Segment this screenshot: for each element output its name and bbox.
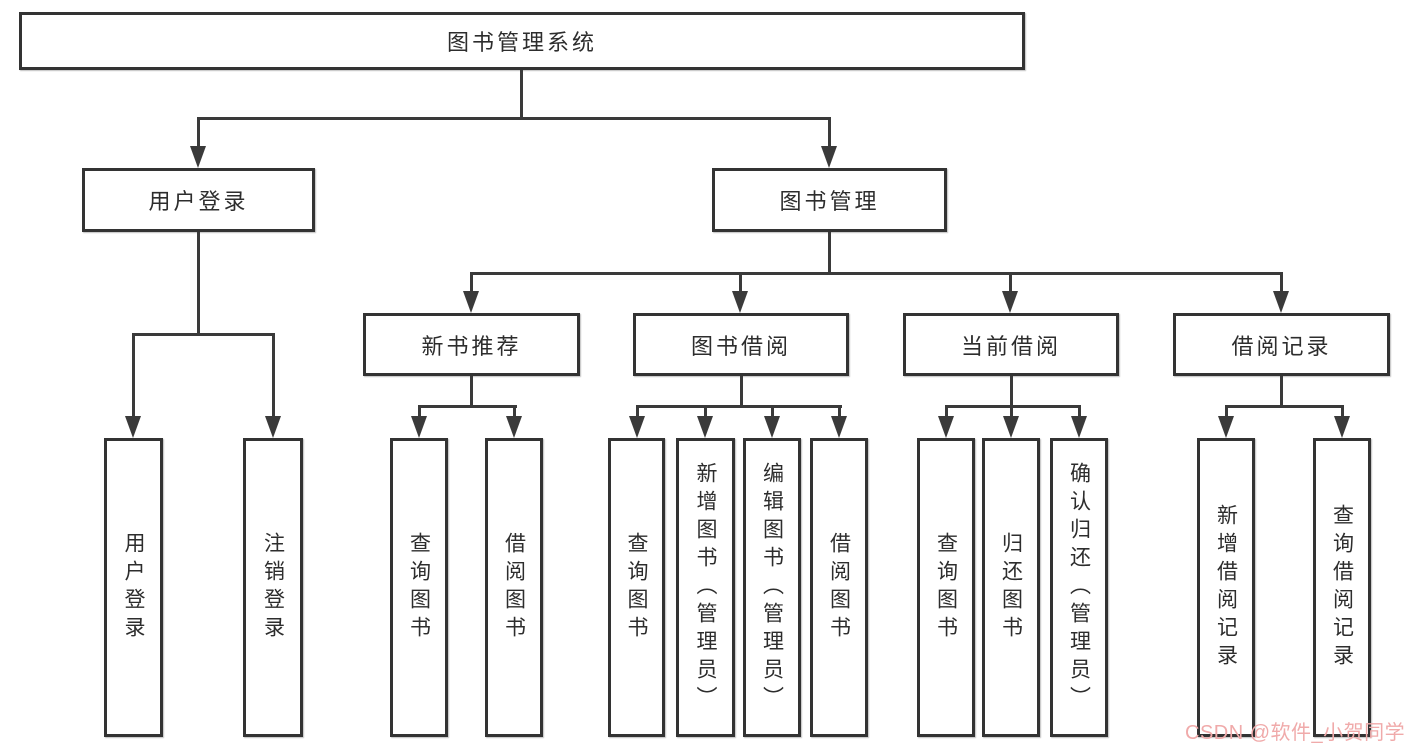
edge-stem-nb-borrow [513,405,516,417]
node-leaf-cb-query: 查询图书 [917,438,975,737]
arrowhead-login-leaf [125,416,141,438]
node-user-login: 用户登录 [82,168,315,232]
node-root: 图书管理系统 [19,12,1025,70]
arrowhead-br-add [1218,416,1234,438]
arrowhead-cb-query [938,416,954,438]
node-leaf-nb-query: 查询图书 [390,438,448,737]
edge-nbr-rail [418,405,517,408]
edge-level3-rail [470,272,1283,275]
arrowhead-borrow-record [1273,291,1289,313]
arrowhead-cb-return [1003,416,1019,438]
edge-nbr-stem [470,376,473,407]
edge-stem-book-borrow [739,272,742,292]
edge-stem-new-book-rec [470,272,473,292]
edge-br-stem [1280,376,1283,407]
arrowhead-logout-leaf [265,416,281,438]
node-leaf-bb-borrow: 借阅图书 [810,438,868,737]
edge-stem-br-add [1225,405,1228,417]
edge-user-login-rail [132,333,275,336]
edge-stem-bb-query [636,405,639,417]
arrowhead-book-mgmt [821,146,837,168]
edge-root-stem [520,70,523,118]
node-new-book-rec: 新书推荐 [363,313,580,376]
node-leaf-br-query: 查询借阅记录 [1313,438,1371,737]
edge-stem-bb-borrow [838,405,841,417]
edge-stem-cb-query [945,405,948,417]
arrowhead-cb-confirm [1071,416,1087,438]
edge-bb-rail [636,405,842,408]
watermark: CSDN @软件_小贺同学 [1185,722,1405,744]
node-leaf-bb-edit: 编辑图书（管理员） [743,438,801,737]
arrowhead-bb-edit [764,416,780,438]
arrowhead-user-login [190,146,206,168]
node-book-borrow: 图书借阅 [633,313,849,376]
edge-stem-cb-return [1010,405,1013,417]
arrowhead-nb-borrow [506,416,522,438]
edge-cb-stem [1010,376,1013,407]
edge-stem-user-login [197,117,200,147]
node-leaf-user-login: 用户登录 [104,438,163,737]
edge-stem-cb-confirm [1078,405,1081,417]
arrowhead-bb-borrow [831,416,847,438]
node-leaf-logout: 注销登录 [243,438,303,737]
node-leaf-cb-return: 归还图书 [982,438,1040,737]
arrowhead-nb-query [411,416,427,438]
node-book-mgmt: 图书管理 [712,168,947,232]
edge-book-mgmt-stem [828,232,831,275]
edge-stem-bb-edit [771,405,774,417]
edge-bb-stem [740,376,743,407]
arrowhead-new-book-rec [463,291,479,313]
node-leaf-nb-borrow: 借阅图书 [485,438,543,737]
edge-stem-bb-add [704,405,707,417]
edge-stem-current-borrow [1009,272,1012,292]
arrowhead-book-borrow [732,291,748,313]
edge-stem-nb-query [418,405,421,417]
edge-stem-logout-leaf [272,333,275,417]
node-leaf-bb-add: 新增图书（管理员） [676,438,735,737]
arrowhead-bb-add [697,416,713,438]
edge-stem-book-mgmt [828,117,831,147]
edge-stem-br-query [1341,405,1344,417]
node-borrow-record: 借阅记录 [1173,313,1390,376]
edge-root-rail [197,117,831,120]
edge-br-rail [1225,405,1344,408]
arrowhead-current-borrow [1002,291,1018,313]
edge-cb-rail [945,405,1081,408]
arrowhead-br-query [1334,416,1350,438]
node-leaf-bb-query: 查询图书 [608,438,665,737]
edge-user-login-stem [197,232,200,335]
node-leaf-br-add: 新增借阅记录 [1197,438,1255,737]
node-leaf-cb-confirm: 确认归还（管理员） [1050,438,1108,737]
node-current-borrow: 当前借阅 [903,313,1119,376]
arrowhead-bb-query [629,416,645,438]
edge-stem-borrow-record [1280,272,1283,292]
edge-stem-login-leaf [132,333,135,417]
